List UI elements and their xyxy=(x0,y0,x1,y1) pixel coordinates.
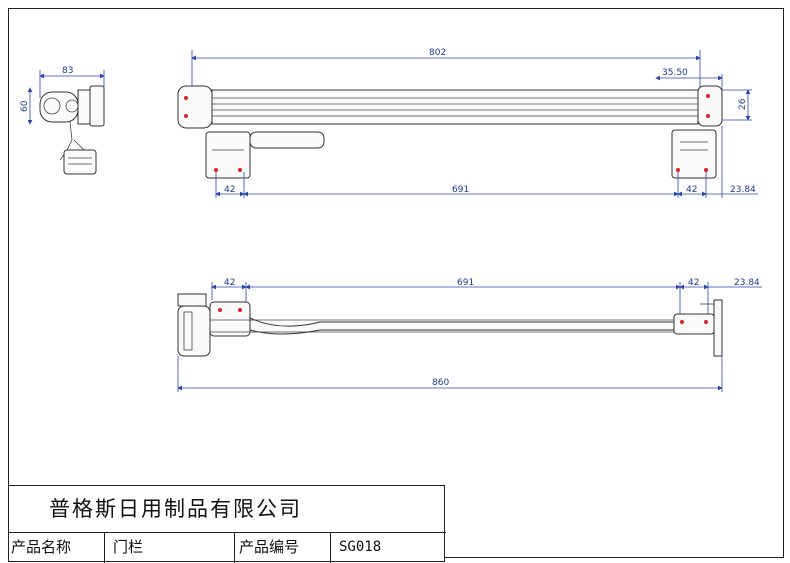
company-name: 普格斯日用制品有限公司 xyxy=(9,486,446,533)
screw-mark xyxy=(184,96,188,100)
dim-top-end-height: 26 xyxy=(738,98,748,110)
dim-bottom-span: 691 xyxy=(457,278,474,288)
dim-top-right-gap: 42 xyxy=(686,185,697,195)
side-pad xyxy=(89,85,105,127)
dim-bottom-left-gap: 42 xyxy=(224,278,235,288)
top-right-cap xyxy=(697,85,723,127)
dim-bottom-end-ext: 23.84 xyxy=(734,278,760,288)
top-left-bracket xyxy=(205,131,251,179)
front-left-detail xyxy=(183,311,193,351)
screw-mark xyxy=(238,168,242,172)
top-view: 802 35.50 26 xyxy=(177,48,758,198)
dim-top-total: 802 xyxy=(429,48,446,58)
side-clamp-body xyxy=(39,91,79,123)
side-plate xyxy=(77,89,91,125)
front-left-bracket xyxy=(209,301,251,337)
front-left-post xyxy=(177,305,211,357)
top-bar xyxy=(211,89,699,125)
side-bracket xyxy=(63,149,97,175)
title-block-row: 产品名称 门栏 产品编号 SG018 xyxy=(9,533,446,563)
screw-mark xyxy=(704,168,708,172)
front-right-post xyxy=(713,299,723,357)
front-left-top xyxy=(177,293,207,307)
side-knob xyxy=(43,97,61,115)
screw-mark xyxy=(680,320,684,324)
screw-mark xyxy=(184,114,188,118)
title-block: 普格斯日用制品有限公司 产品名称 门栏 产品编号 SG018 xyxy=(8,485,446,563)
product-code-label: 产品编号 xyxy=(235,533,331,563)
screw-mark xyxy=(706,114,710,118)
side-view: 83 60 xyxy=(20,66,105,175)
screw-mark xyxy=(704,320,708,324)
dim-top-end-ext: 23.84 xyxy=(730,185,756,195)
top-handle xyxy=(249,131,325,149)
product-name-value: 门栏 xyxy=(105,533,235,563)
screw-mark xyxy=(218,308,222,312)
screw-mark xyxy=(214,168,218,172)
product-name-label: 产品名称 xyxy=(9,533,105,563)
dim-bottom-right-gap: 42 xyxy=(688,278,699,288)
dim-side-height: 60 xyxy=(20,100,30,112)
top-left-cap xyxy=(177,85,213,129)
screw-mark xyxy=(706,94,710,98)
screw-mark xyxy=(676,168,680,172)
front-view: 42 691 42 23.84 860 xyxy=(177,278,762,392)
dim-side-width: 83 xyxy=(62,66,73,76)
dim-top-span: 691 xyxy=(452,185,469,195)
dim-top-offset: 35.50 xyxy=(662,68,688,78)
screw-mark xyxy=(238,308,242,312)
dim-top-left-gap: 42 xyxy=(224,185,235,195)
product-code-value: SG018 xyxy=(339,539,382,555)
dim-bottom-total: 860 xyxy=(432,378,449,388)
front-right-bracket xyxy=(673,313,715,335)
